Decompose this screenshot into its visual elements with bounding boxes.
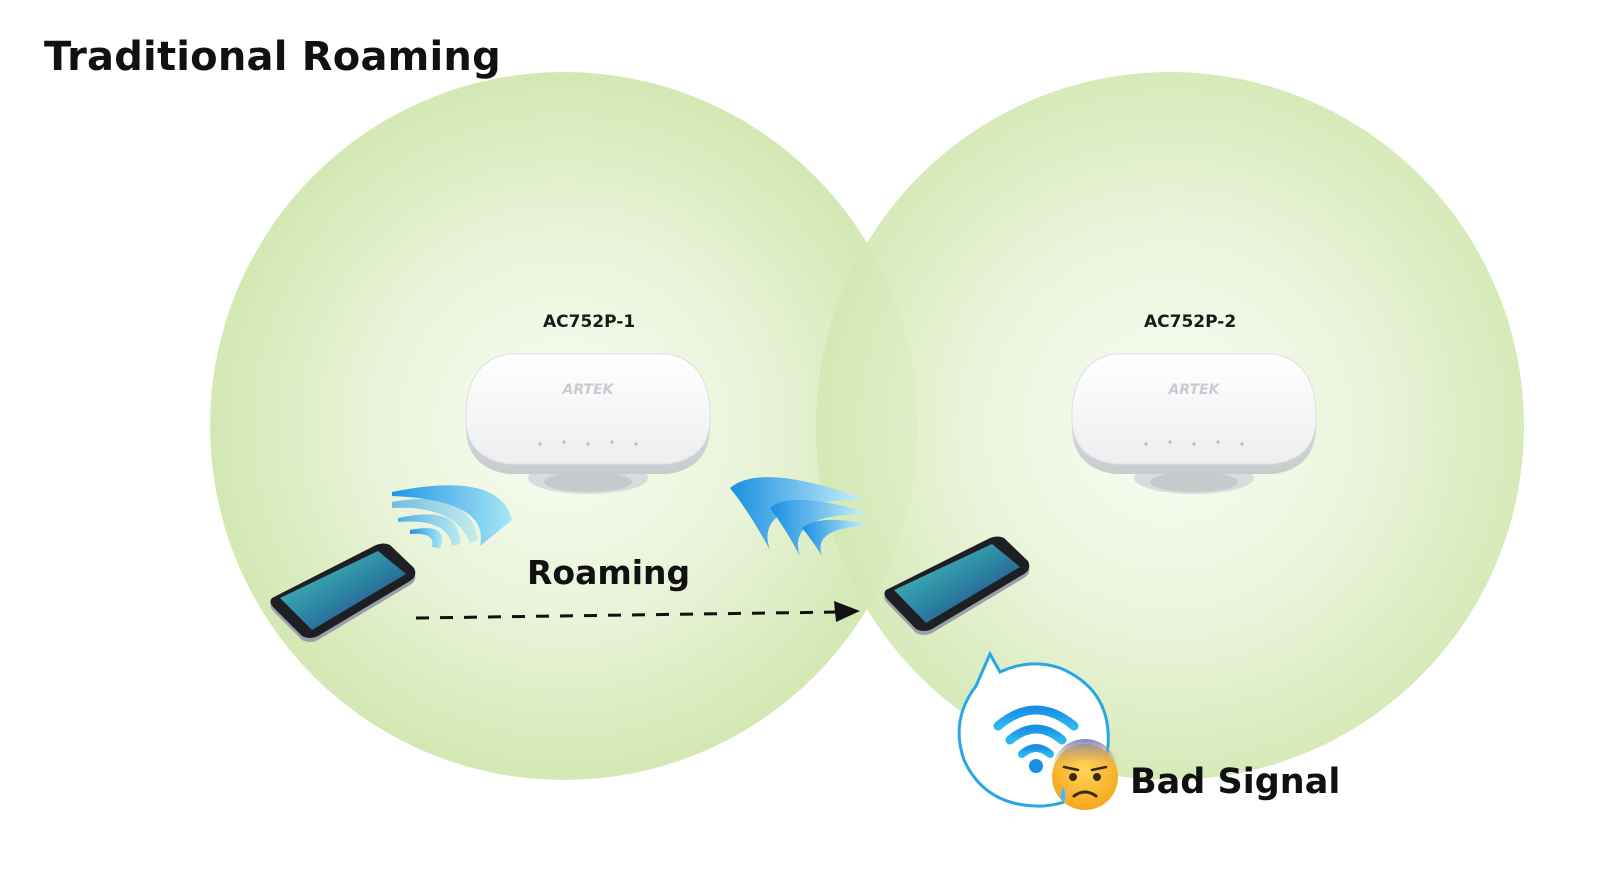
smartphone-icon [884, 536, 1030, 635]
svg-text:ARTEK: ARTEK [562, 382, 615, 398]
wifi-signal-waves-icon [392, 485, 512, 548]
svg-text:ARTEK: ARTEK [1168, 382, 1221, 398]
smartphone-icon [270, 543, 416, 642]
access-point-device-icon: ARTEK [1071, 353, 1317, 494]
wifi-icon [993, 705, 1079, 758]
dashed-arrow-icon [415, 601, 860, 622]
wifi-signal-waves-icon [730, 477, 866, 556]
access-point-device-icon: ARTEK [465, 353, 711, 494]
bad-signal-label: Bad Signal [1130, 762, 1341, 802]
worried-face-emoji-icon [1052, 739, 1118, 810]
diagram-title: Traditional Roaming [44, 34, 501, 80]
access-point-label: AC752P-1 [543, 312, 636, 332]
bad-signal-bubble [957, 650, 1118, 810]
access-point-label: AC752P-2 [1144, 312, 1237, 332]
roaming-label: Roaming [527, 553, 691, 592]
